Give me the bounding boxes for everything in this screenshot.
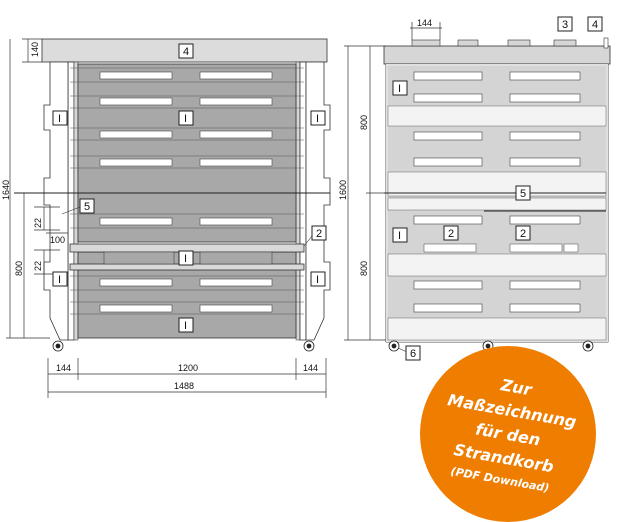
dim-gap-bottom: 22 bbox=[33, 261, 43, 271]
dim-side-left: 144 bbox=[56, 363, 71, 373]
svg-text:I: I bbox=[58, 274, 61, 286]
svg-text:4: 4 bbox=[183, 46, 189, 58]
dim-total-height: 1640 bbox=[1, 180, 11, 200]
svg-text:5: 5 bbox=[84, 201, 90, 213]
badge-circle[interactable] bbox=[420, 346, 596, 522]
side-dimensions bbox=[344, 22, 442, 341]
dim-upper-height: 800 bbox=[359, 115, 369, 130]
side-top-block-144 bbox=[411, 39, 441, 47]
svg-text:I: I bbox=[58, 113, 61, 125]
svg-text:I: I bbox=[316, 274, 319, 286]
label-top-board: 4 bbox=[178, 43, 194, 59]
dim-top-height: 140 bbox=[30, 42, 40, 57]
svg-text:3: 3 bbox=[562, 19, 568, 31]
label-marker-2: 2 bbox=[311, 225, 327, 241]
label-side-1: I bbox=[392, 80, 408, 96]
label-side-marker-5: 5 bbox=[515, 185, 531, 201]
label-marker-6: 6 bbox=[405, 345, 421, 361]
front-left-side-frame bbox=[43, 61, 69, 341]
dim-gap-top: 22 bbox=[33, 218, 43, 228]
svg-text:I: I bbox=[316, 113, 319, 125]
svg-text:2: 2 bbox=[448, 228, 454, 240]
label-side-right-2: I bbox=[310, 271, 326, 287]
side-top-lid bbox=[383, 45, 611, 65]
svg-text:I: I bbox=[184, 113, 187, 125]
pdf-download-badge[interactable]: Zur Maßzeichnung für den Strandkorb (PDF… bbox=[420, 346, 596, 522]
front-left-post bbox=[67, 61, 75, 341]
label-side-right-1: I bbox=[310, 110, 326, 126]
svg-text:5: 5 bbox=[520, 188, 526, 200]
dim-side-total-height: 1600 bbox=[338, 180, 348, 200]
label-marker-3: 3 bbox=[557, 16, 573, 32]
svg-text:I: I bbox=[184, 320, 187, 332]
svg-text:2: 2 bbox=[316, 228, 322, 240]
front-labels: 4 I I I 5 2 I I I I bbox=[52, 43, 327, 333]
dim-slat-offset: 100 bbox=[50, 235, 65, 245]
dim-inner-width: 1200 bbox=[178, 363, 198, 373]
label-side-left-2: I bbox=[52, 271, 68, 287]
dim-lower-height-side: 800 bbox=[359, 261, 369, 276]
label-side-left-1: I bbox=[52, 110, 68, 126]
label-marker-2b: 2 bbox=[515, 225, 531, 241]
label-marker-4: 4 bbox=[587, 16, 603, 32]
svg-text:2: 2 bbox=[520, 228, 526, 240]
svg-text:4: 4 bbox=[592, 19, 598, 31]
front-dimensions bbox=[6, 38, 327, 398]
side-labels: 3 4 I 5 I 2 2 6 bbox=[392, 16, 603, 361]
svg-text:I: I bbox=[184, 253, 187, 265]
label-marker-2a: 2 bbox=[443, 225, 459, 241]
side-top-block-3 bbox=[553, 39, 577, 47]
front-upper-panel bbox=[77, 63, 297, 243]
front-view bbox=[14, 38, 331, 352]
front-right-post bbox=[295, 61, 301, 341]
label-marker-5: 5 bbox=[79, 198, 95, 214]
dim-lower-height: 800 bbox=[14, 261, 24, 276]
front-right-side-frame bbox=[305, 61, 331, 341]
label-side-2: I bbox=[392, 227, 408, 243]
label-center-3: I bbox=[178, 317, 194, 333]
label-center-2: I bbox=[178, 250, 194, 266]
front-wheels bbox=[52, 340, 315, 352]
dim-top-block: 144 bbox=[417, 18, 432, 28]
side-view bbox=[383, 37, 611, 352]
svg-text:I: I bbox=[398, 230, 401, 242]
dim-total-width: 1488 bbox=[174, 381, 194, 391]
svg-text:6: 6 bbox=[410, 348, 416, 360]
dim-side-right: 144 bbox=[303, 363, 318, 373]
label-center-1: I bbox=[178, 110, 194, 126]
svg-text:I: I bbox=[398, 83, 401, 95]
